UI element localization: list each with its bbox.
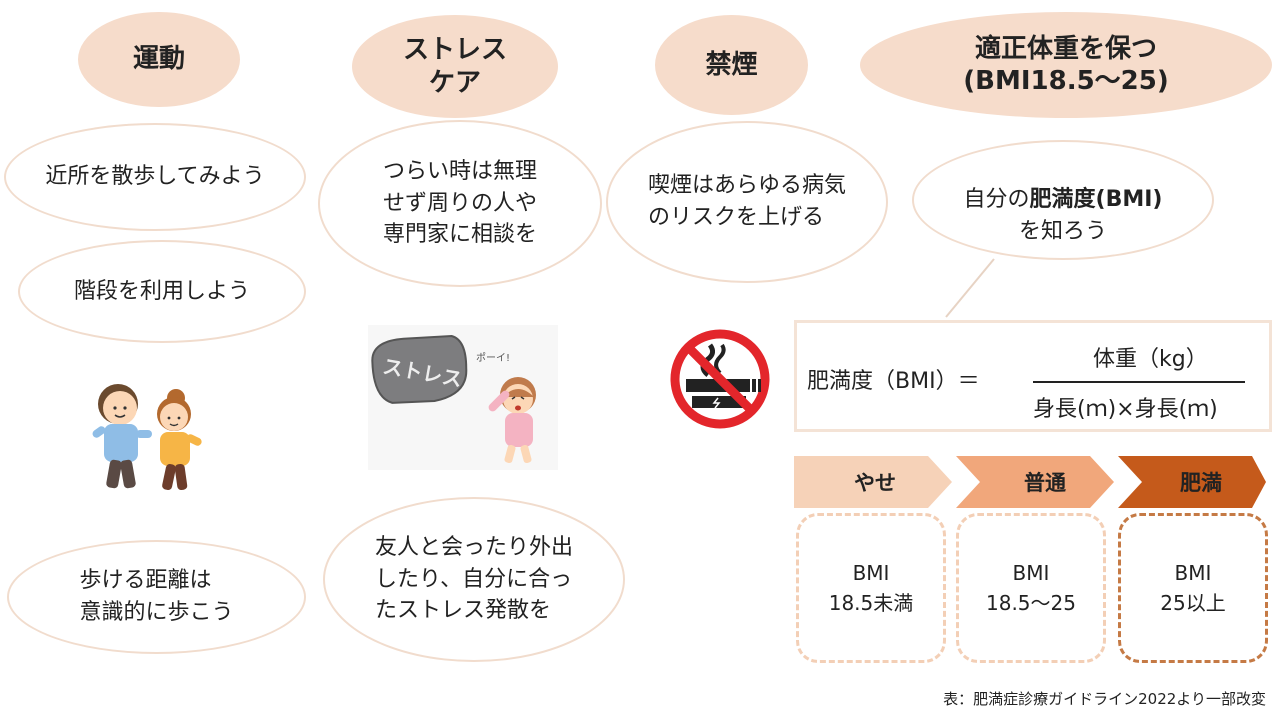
know-bmi-suffix: を知ろう xyxy=(1018,218,1107,244)
header-exercise: 運動 xyxy=(78,12,240,107)
header-no-smoking: 禁煙 xyxy=(655,15,808,115)
chevron-underweight xyxy=(794,456,952,508)
bmi-range-underweight: BMI 18.5未満 xyxy=(828,561,914,615)
chevron-obese xyxy=(1118,456,1266,508)
bmi-formula-box: 肥満度（BMI）＝ 体重（kg） 身長(ｍ)×身長(ｍ) xyxy=(794,320,1272,432)
category-chevrons xyxy=(794,456,1266,508)
header-stress-care: ストレス ケア xyxy=(352,15,558,118)
header-weight-line2: (BMI18.5～25) xyxy=(963,66,1169,96)
tip-walk-neighborhood: 近所を散歩してみよう xyxy=(4,123,306,231)
formula-lhs: 肥満度（BMI）＝ xyxy=(807,369,980,394)
know-bmi-bold: 肥満度(BMI) xyxy=(1029,187,1163,213)
tip-relieve-text: 友人と会ったり外出 したり、自分に合っ たストレス発散を xyxy=(374,534,573,624)
header-weight-line1: 適正体重を保つ xyxy=(974,33,1157,64)
know-bmi-prefix: 自分の xyxy=(963,187,1030,213)
source-note: 表：肥満症診療ガイドライン2022より一部改変 xyxy=(943,690,1266,708)
bmi-box-underweight: BMI 18.5未満 xyxy=(796,513,946,663)
connector-line xyxy=(945,258,995,318)
tip-smoking-text: 喫煙はあらゆる病気 のリスクを上げる xyxy=(647,173,846,230)
no-smoking-icon xyxy=(670,329,770,429)
tip-know-bmi: 自分の肥満度(BMI) を知ろう xyxy=(912,140,1214,260)
chevron-normal xyxy=(956,456,1114,508)
tip-walk-consciously-text: 歩ける距離は 意識的に歩こう xyxy=(79,568,234,625)
tip-relieve-stress: 友人と会ったり外出 したり、自分に合っ たストレス発散を xyxy=(323,497,625,662)
tip-use-stairs: 階段を利用しよう xyxy=(18,240,306,343)
tip-consult-text: つらい時は無理 せず周りの人や 専門家に相談を xyxy=(382,158,537,248)
formula-numerator: 体重（kg） xyxy=(1093,347,1208,372)
formula-fraction-line xyxy=(1033,381,1245,383)
category-label-underweight: やせ xyxy=(854,471,896,495)
category-label-obese: 肥満 xyxy=(1180,471,1222,495)
bmi-range-normal: BMI 18.5～25 xyxy=(986,561,1076,615)
bmi-range-obese: BMI 25以上 xyxy=(1160,561,1226,615)
bmi-box-normal: BMI 18.5～25 xyxy=(956,513,1106,663)
know-bmi-line1: 自分の肥満度(BMI) xyxy=(964,152,1163,216)
tip-stairs-text: 階段を利用しよう xyxy=(73,278,250,304)
formula-denominator: 身長(ｍ)×身長(ｍ) xyxy=(1033,397,1218,422)
tip-walk-consciously: 歩ける距離は 意識的に歩こう xyxy=(7,540,306,654)
category-label-normal: 普通 xyxy=(1024,471,1066,495)
header-stress-label: ストレス ケア xyxy=(402,35,507,98)
tip-smoking-risk: 喫煙はあらゆる病気 のリスクを上げる xyxy=(606,121,888,283)
header-weight: 適正体重を保つ (BMI18.5～25) xyxy=(860,12,1272,118)
header-exercise-label: 運動 xyxy=(132,44,185,75)
walking-couple-illustration xyxy=(92,384,202,491)
throw-sound-label: ポーイ! xyxy=(476,352,510,364)
header-smoking-label: 禁煙 xyxy=(705,49,758,80)
bmi-box-obese: BMI 25以上 xyxy=(1118,513,1268,663)
tip-consult-others: つらい時は無理 せず周りの人や 専門家に相談を xyxy=(318,120,602,287)
tip-walk-text: 近所を散歩してみよう xyxy=(45,164,265,190)
stress-throw-illustration: ストレス ポーイ! xyxy=(368,325,558,470)
